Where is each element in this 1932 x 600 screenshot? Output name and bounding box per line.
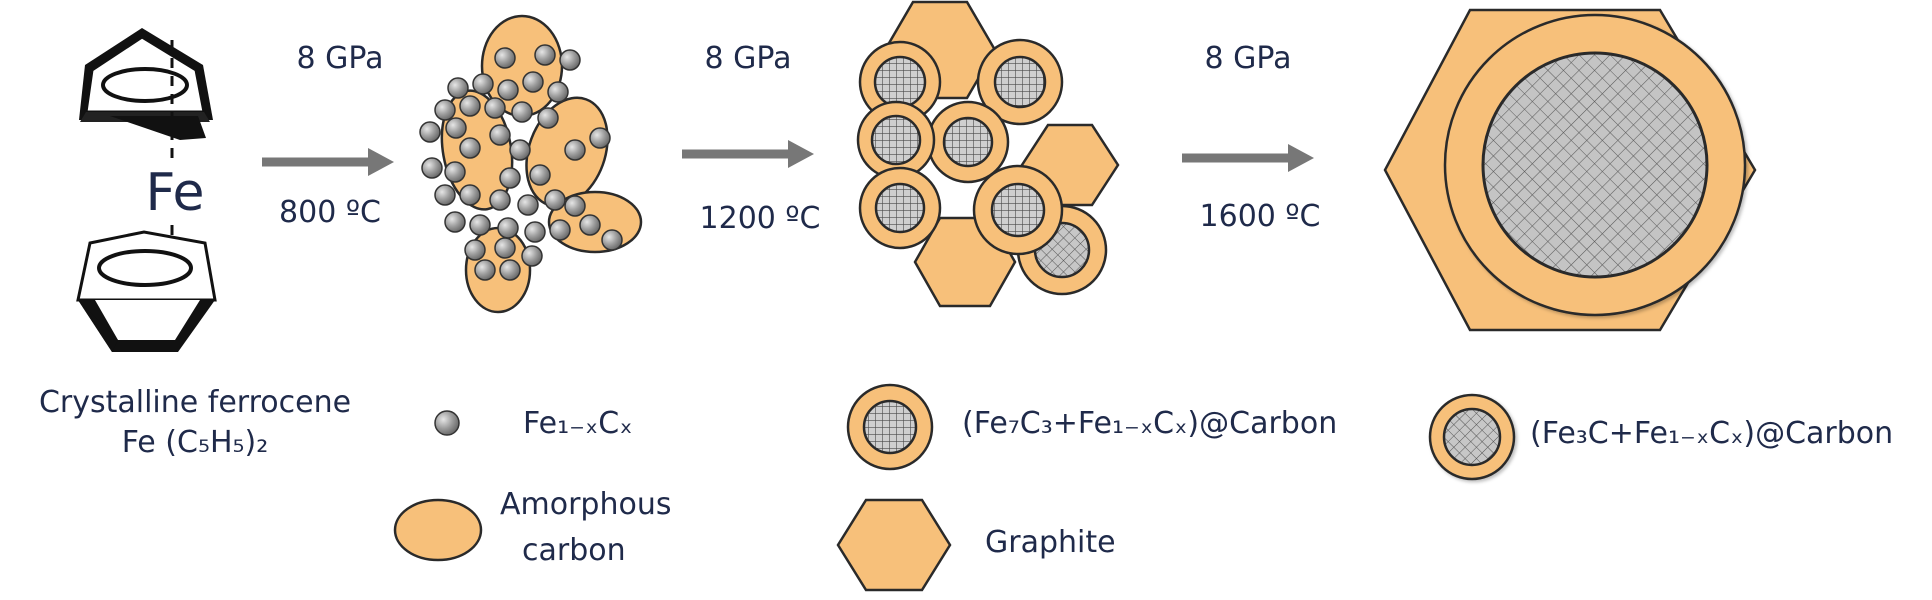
ferrocene-name: Crystalline ferrocene	[39, 385, 351, 420]
step1-temperature: 800 ºC	[279, 195, 381, 230]
legend-fe1xcx-swatch	[434, 410, 460, 436]
stage3-cluster	[1383, 8, 1757, 332]
step3-pressure: 8 GPa	[1205, 41, 1292, 76]
step2-arrow	[682, 140, 814, 168]
legend-graphite-swatch	[836, 498, 952, 592]
legend-graphite: Graphite	[836, 498, 1116, 592]
stage2-core-shell-particles	[856, 38, 1108, 296]
legend-amorphous-carbon: Amorphous carbon	[393, 487, 672, 568]
legend: Fe₁₋ₓCₓ Amorphous carbon (Fe₇C₃+Fe₁₋ₓCₓ)…	[393, 383, 1893, 592]
ferrocene-fe-atom: Fe	[145, 163, 204, 223]
legend-fe1xcx: Fe₁₋ₓCₓ	[434, 406, 633, 441]
step1-arrow	[262, 148, 394, 176]
legend-fe3c-carbon: (Fe₃C+Fe₁₋ₓCₓ)@Carbon	[1428, 393, 1893, 481]
legend-fe7c3-label: (Fe₇C₃+Fe₁₋ₓCₓ)@Carbon	[962, 406, 1337, 441]
step2-pressure: 8 GPa	[705, 41, 792, 76]
step2-temperature: 1200 ºC	[700, 201, 821, 236]
legend-fe3c-swatch-core	[1442, 407, 1502, 467]
legend-amorphous-swatch	[393, 498, 483, 562]
stage1-cluster	[419, 14, 643, 314]
legend-fe7c3-carbon: (Fe₇C₃+Fe₁₋ₓCₓ)@Carbon	[846, 383, 1337, 471]
step1-pressure: 8 GPa	[297, 41, 384, 76]
legend-amorphous-label-2: carbon	[522, 533, 626, 568]
stage2-cluster	[856, 0, 1120, 308]
step3-arrow	[1182, 144, 1314, 172]
legend-fe1xcx-label: Fe₁₋ₓCₓ	[523, 406, 633, 441]
legend-graphite-label: Graphite	[985, 525, 1116, 560]
ferrocene-molecule: Fe	[76, 28, 217, 352]
legend-fe3c-label: (Fe₃C+Fe₁₋ₓCₓ)@Carbon	[1530, 416, 1893, 451]
legend-amorphous-label-1: Amorphous	[500, 487, 672, 522]
step3-temperature: 1600 ºC	[1200, 199, 1321, 234]
legend-fe7c3-swatch-core	[862, 399, 918, 455]
ferrocene-formula: Fe (C₅H₅)₂	[122, 425, 269, 460]
